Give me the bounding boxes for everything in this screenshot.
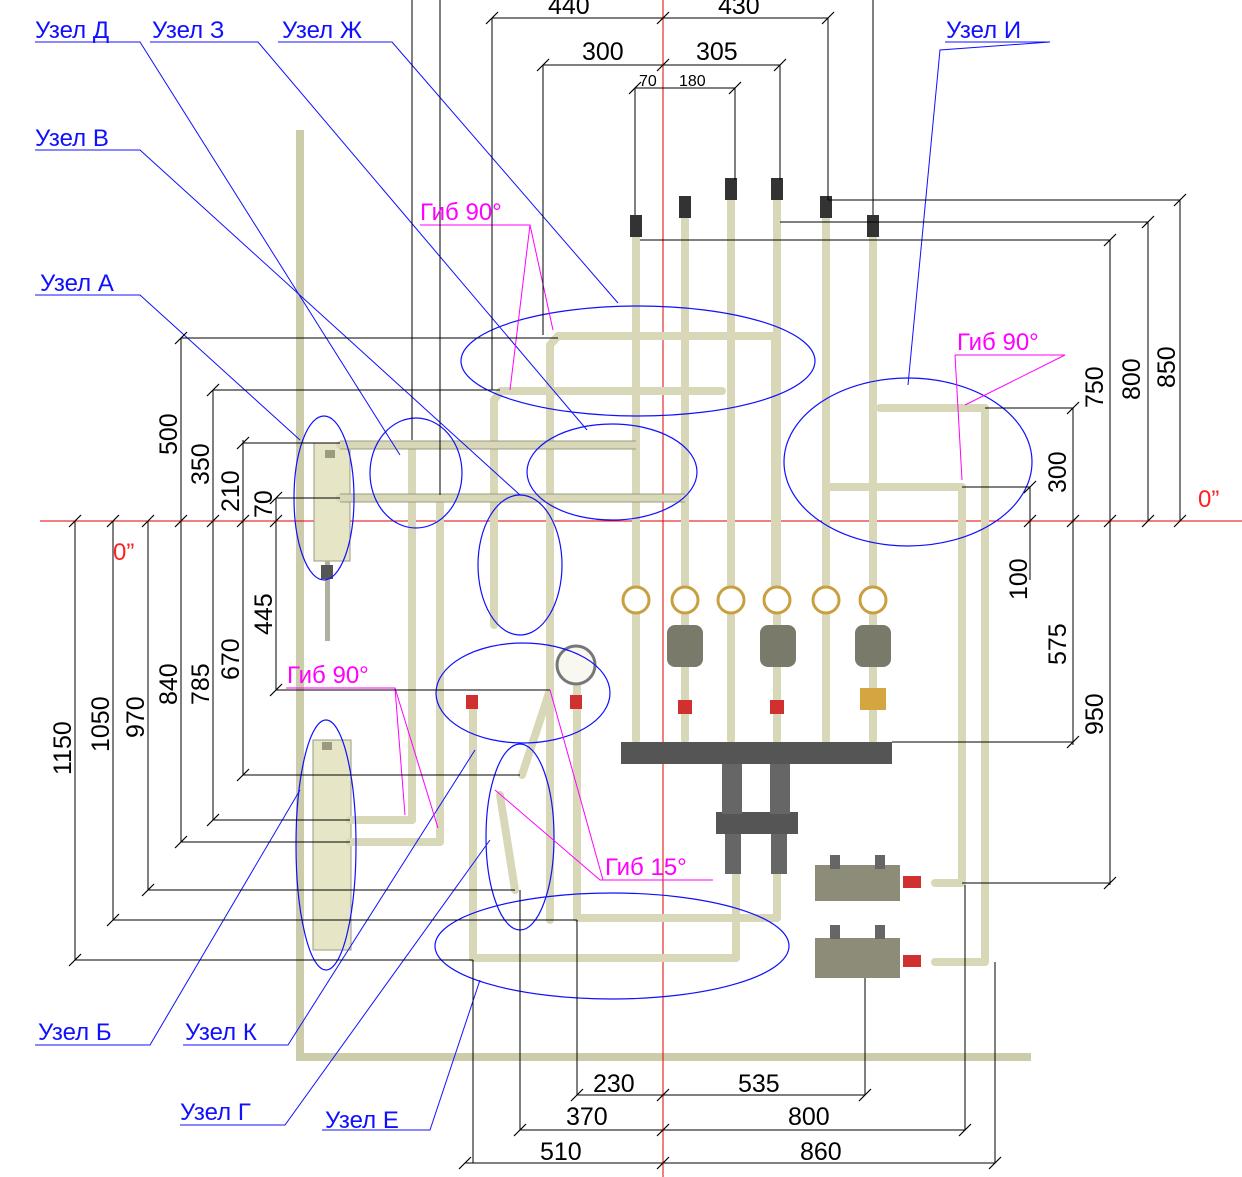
ellipse-node-z bbox=[526, 423, 698, 521]
pumps bbox=[667, 625, 891, 667]
dim-left-1050: 1050 bbox=[87, 696, 115, 752]
label-node-e: Узел Е bbox=[325, 1107, 399, 1134]
air-vents bbox=[630, 178, 879, 237]
dim-left-70: 70 bbox=[250, 490, 278, 518]
dim-bot-370: 370 bbox=[566, 1103, 608, 1131]
ellipse-node-v bbox=[369, 417, 463, 529]
label-bend-15: Гиб 15° bbox=[605, 854, 687, 881]
dim-left-670: 670 bbox=[217, 638, 245, 680]
dim-right-800: 800 bbox=[1118, 358, 1146, 400]
label-node-z: Узел З bbox=[152, 17, 224, 44]
label-node-a: Узел А bbox=[40, 270, 114, 297]
dim-left-445: 445 bbox=[250, 593, 278, 635]
dim-left-350: 350 bbox=[187, 443, 215, 485]
ellipse-node-i bbox=[783, 377, 1033, 547]
dim-right-750: 750 bbox=[1081, 366, 1109, 408]
dimension-lines bbox=[74, 0, 1181, 1164]
dim-bot-800: 800 bbox=[788, 1103, 830, 1131]
dim-left-500: 500 bbox=[155, 413, 183, 455]
label-node-b: Узел Б bbox=[38, 1019, 112, 1046]
label-node-v: Узел В bbox=[35, 125, 109, 152]
dim-top-440: 440 bbox=[548, 0, 590, 20]
zero-mark-left: 0” bbox=[113, 539, 134, 566]
dimension-texts-rotated: 500 350 210 70 445 670 785 840 970 1050 … bbox=[49, 346, 1181, 775]
pressure-gauge bbox=[555, 644, 597, 686]
label-node-k: Узел К bbox=[185, 1019, 257, 1046]
label-node-zh: Узел Ж bbox=[282, 17, 362, 44]
label-bend-left: Гиб 90° bbox=[287, 662, 369, 689]
dim-bot-510: 510 bbox=[540, 1138, 582, 1166]
thermometers bbox=[621, 585, 888, 615]
boiler-small bbox=[313, 442, 351, 641]
dim-left-210: 210 bbox=[217, 470, 245, 512]
ellipse-node-e bbox=[434, 892, 790, 1000]
dim-right-950: 950 bbox=[1081, 693, 1109, 735]
node-ellipses bbox=[293, 305, 1033, 1000]
ellipse-node-k bbox=[435, 642, 611, 744]
dim-right-850: 850 bbox=[1153, 346, 1181, 388]
dim-bot-535: 535 bbox=[738, 1070, 780, 1098]
mixing-valve bbox=[860, 688, 886, 710]
label-bend-top: Гиб 90° bbox=[420, 199, 502, 226]
zero-mark-right: 0” bbox=[1198, 486, 1219, 513]
dim-top-305: 305 bbox=[696, 38, 738, 66]
dim-top-70: 70 bbox=[639, 73, 657, 90]
dim-top-300: 300 bbox=[582, 38, 624, 66]
dim-right-575: 575 bbox=[1044, 623, 1072, 665]
boiler-large bbox=[312, 739, 352, 951]
dim-top-180: 180 bbox=[679, 73, 706, 90]
dim-bot-860: 860 bbox=[800, 1138, 842, 1166]
ellipse-node-b bbox=[295, 719, 357, 971]
collector bbox=[621, 742, 892, 874]
ball-valves bbox=[466, 695, 921, 967]
pipe-edges bbox=[340, 440, 685, 503]
label-node-g: Узел Г bbox=[180, 1099, 251, 1126]
node-labels: Узел Д Узел З Узел Ж Узел И Узел В Узел … bbox=[35, 17, 1021, 1134]
bend-labels: Гиб 90° Гиб 90° Гиб 90° Гиб 15° bbox=[287, 199, 1039, 881]
label-bend-right: Гиб 90° bbox=[957, 329, 1039, 356]
axis-lines bbox=[40, 0, 1242, 1177]
dim-left-1150: 1150 bbox=[49, 721, 77, 775]
dim-left-840: 840 bbox=[155, 663, 183, 705]
floor-manifolds bbox=[815, 855, 900, 978]
bend-leaders bbox=[286, 224, 1066, 881]
dim-right-300: 300 bbox=[1044, 451, 1072, 493]
dim-left-970: 970 bbox=[122, 696, 150, 738]
ellipse-node-zh bbox=[460, 305, 816, 417]
dimension-texts: 440 430 300 305 70 180 230 535 370 800 5… bbox=[540, 0, 842, 1166]
label-node-i: Узел И bbox=[946, 17, 1021, 44]
dim-bot-230: 230 bbox=[593, 1070, 635, 1098]
dim-right-100: 100 bbox=[1005, 558, 1033, 600]
dim-top-430: 430 bbox=[718, 0, 760, 20]
dim-left-785: 785 bbox=[187, 663, 215, 705]
label-node-d: Узел Д bbox=[35, 17, 109, 44]
dimension-ticks bbox=[68, 11, 1187, 1170]
